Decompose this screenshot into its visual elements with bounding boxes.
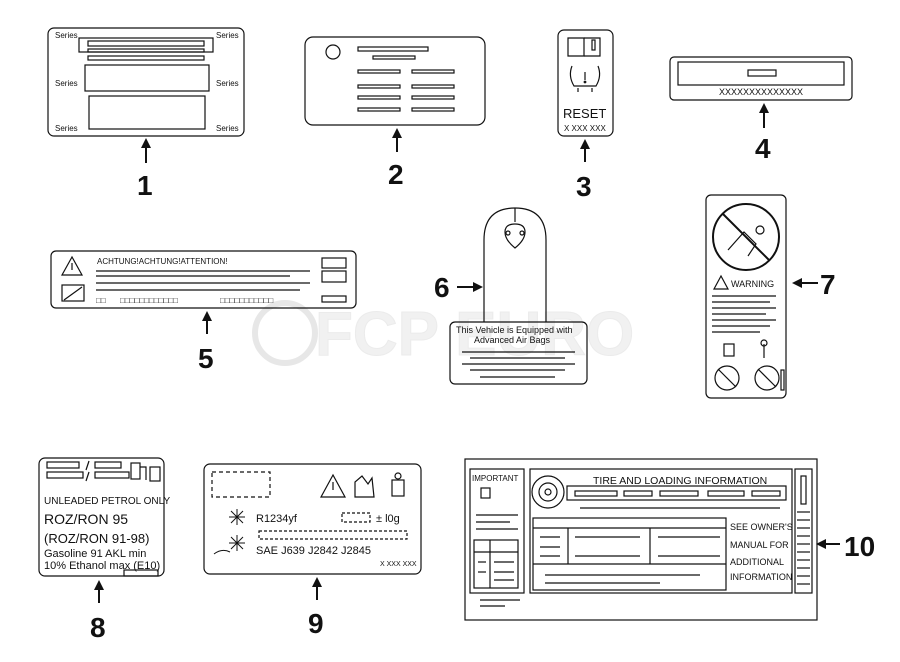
- label-5-boxes-right: □□□□□□□□□□□: [220, 296, 273, 305]
- callout-7: 7: [820, 269, 836, 300]
- label-8-line3: (ROZ/RON 91-98): [44, 531, 149, 546]
- arrow-1: [141, 138, 151, 163]
- arrow-9: [312, 577, 322, 600]
- arrow-2: [392, 128, 402, 152]
- label-10-title: TIRE AND LOADING INFORMATION: [593, 475, 767, 487]
- arrow-4: [759, 103, 769, 128]
- arrow-5: [202, 311, 212, 334]
- label-3: [557, 29, 614, 137]
- label-10-see2: MANUAL FOR: [730, 540, 789, 550]
- label-7-warning: WARNING: [731, 279, 774, 289]
- callout-1: 1: [137, 170, 153, 201]
- watermark: FCP EURO: [252, 300, 635, 370]
- label-6-line1: This Vehicle is Equipped with: [456, 325, 573, 335]
- callout-2: 2: [388, 159, 404, 190]
- label-8-line2: ROZ/RON 95: [44, 511, 128, 527]
- callout-3: 3: [576, 171, 592, 202]
- callout-4: 4: [755, 133, 771, 164]
- watermark-text: FCP EURO: [315, 300, 634, 369]
- label-1-series-ml: Series: [55, 79, 78, 88]
- arrow-10: [816, 539, 840, 549]
- label-5-boxes-mid: □□□□□□□□□□□□: [120, 296, 178, 305]
- label-10-see1: SEE OWNER'S: [730, 522, 793, 532]
- arrow-3: [580, 139, 590, 162]
- arrow-6: [457, 282, 483, 292]
- label-4-code: XXXXXXXXXXXXXX: [719, 87, 803, 97]
- label-2: [304, 36, 486, 126]
- label-9: [203, 463, 422, 575]
- callout-5: 5: [198, 343, 214, 374]
- label-1-series-tl: Series: [55, 31, 78, 40]
- label-10-see3: ADDITIONAL: [730, 557, 784, 567]
- label-1-series-bl: Series: [55, 124, 78, 133]
- label-3-code: X XXX XXX: [564, 124, 606, 133]
- label-7: [705, 194, 787, 399]
- label-9-code: X XXX XXX: [380, 561, 417, 568]
- label-1-series-tr: Series: [216, 31, 239, 40]
- label-8-line1: UNLEADED PETROL ONLY: [44, 496, 170, 507]
- label-5: [50, 250, 357, 309]
- callout-10: 10: [844, 531, 875, 562]
- label-1: [47, 27, 245, 137]
- label-8: [38, 457, 165, 577]
- label-9-amount: ± l0g: [376, 513, 400, 525]
- label-4: [669, 56, 853, 101]
- callout-6: 6: [434, 272, 450, 303]
- label-6-line2: Advanced Air Bags: [474, 335, 551, 345]
- label-1-series-mr: Series: [216, 79, 239, 88]
- label-6: [449, 207, 588, 385]
- label-9-standards: SAE J639 J2842 J2845: [256, 545, 371, 557]
- label-10-important: IMPORTANT: [472, 474, 518, 483]
- label-5-heading: ACHTUNG!ACHTUNG!ATTENTION!: [97, 257, 228, 266]
- label-9-refrigerant: R1234yf: [256, 513, 298, 525]
- label-8-line4: Gasoline 91 AKL min: [44, 548, 146, 560]
- label-3-reset: RESET: [563, 106, 606, 121]
- label-8-line5: 10% Ethanol max (E10): [44, 560, 160, 572]
- label-10: [464, 458, 818, 621]
- label-1-series-br: Series: [216, 124, 239, 133]
- callout-8: 8: [90, 612, 106, 643]
- arrow-8: [94, 580, 104, 603]
- label-5-boxes-left: □□: [96, 296, 106, 305]
- callout-9: 9: [308, 608, 324, 639]
- label-10-see4: INFORMATION: [730, 572, 792, 582]
- arrow-7: [792, 278, 818, 288]
